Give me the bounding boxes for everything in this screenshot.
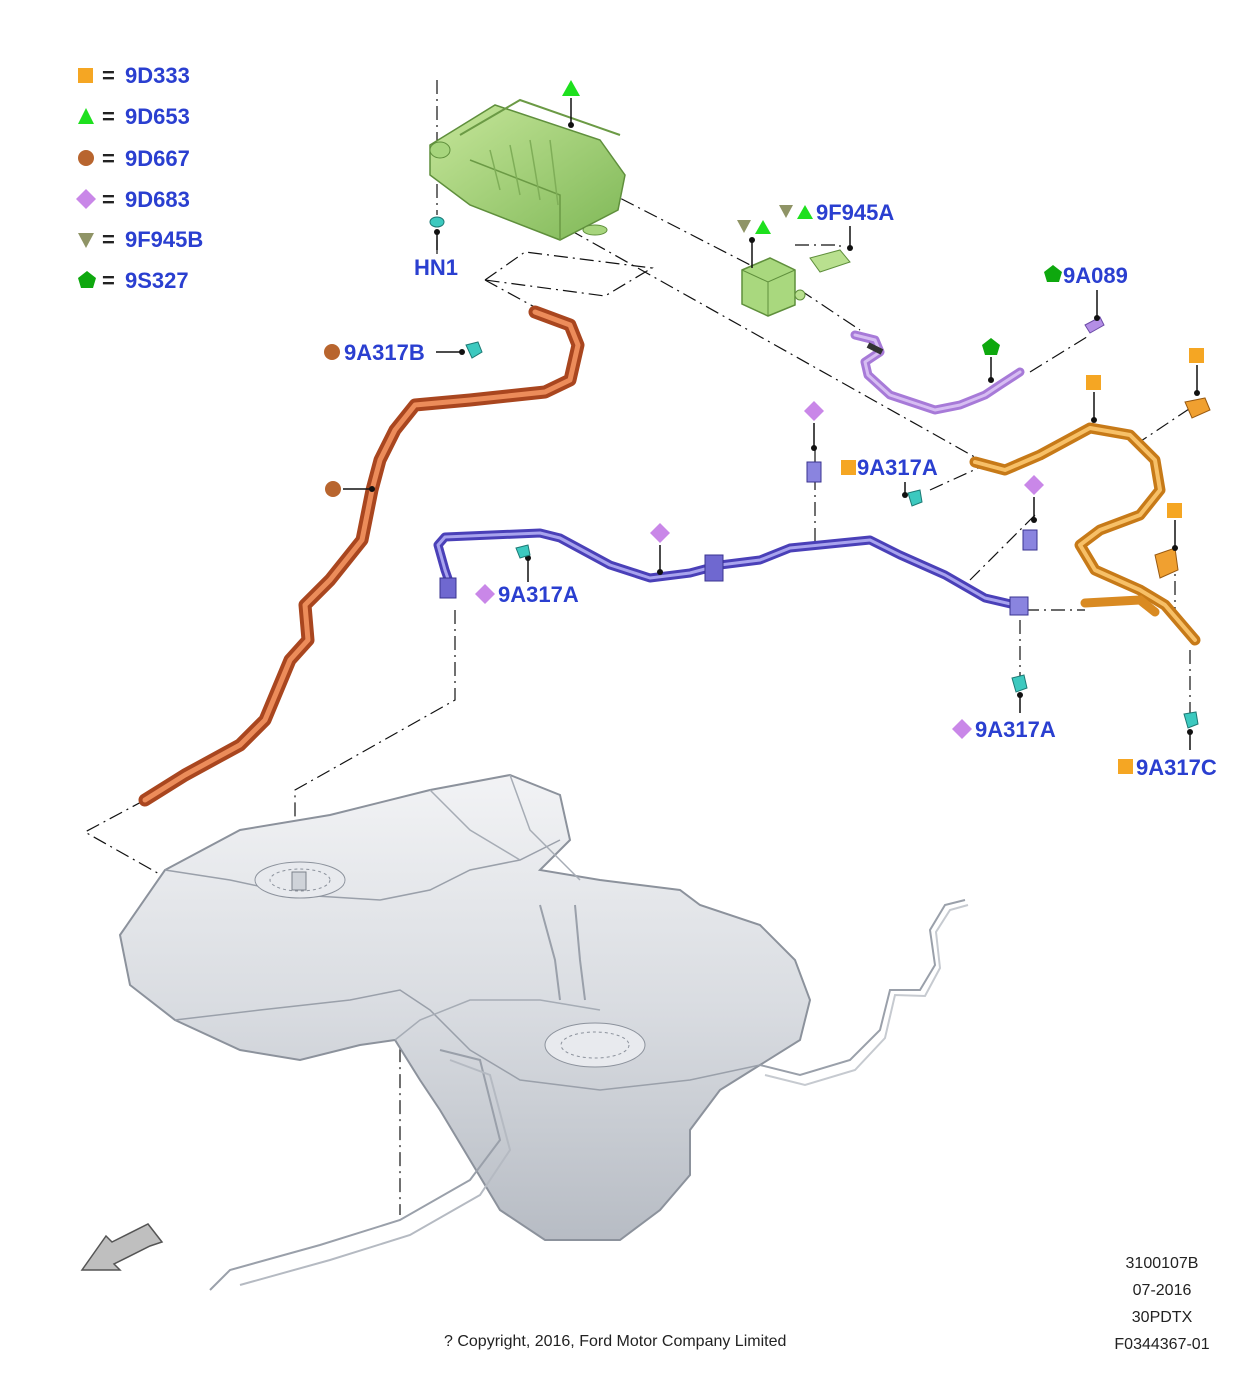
legend-label: 9D333 (125, 63, 190, 88)
callout-9a317a-right: 9A317A (975, 717, 1056, 742)
orange-square-icon (1189, 348, 1204, 363)
legend-item-9d667: = 9D667 (78, 146, 190, 171)
olive-triangle-down-icon (78, 233, 94, 248)
drawing-code: 3100107B (1125, 1255, 1199, 1272)
legend-label: 9S327 (125, 268, 189, 293)
orange-square-icon (1086, 375, 1101, 390)
clip-icon (1183, 711, 1199, 729)
orange-square-icon (1167, 503, 1182, 518)
violet-diamond-icon (76, 189, 96, 209)
legend-label: 9D667 (125, 146, 190, 171)
callout-9a317b: 9A317B (344, 340, 425, 365)
green-pentagon-icon (982, 338, 1000, 355)
legend-label: 9D683 (125, 187, 190, 212)
orange-square-icon (78, 68, 93, 83)
callout-9a317a-orange: 9A317A (857, 455, 938, 480)
legend-equals: = (102, 146, 115, 171)
orange-square-icon (841, 460, 856, 475)
legend-label: 9F945B (125, 227, 203, 252)
drawing-date: 07-2016 (1132, 1282, 1192, 1299)
legend-item-9d333: = 9D333 (78, 63, 190, 88)
charcoal-canister (429, 98, 626, 241)
hn1-clip (429, 216, 445, 250)
brown-circle-icon (325, 481, 341, 497)
orange-square-icon (1118, 759, 1133, 774)
purge-valve (741, 249, 851, 317)
olive-triangle-down-icon (779, 205, 793, 218)
brown-circle-icon (324, 344, 340, 360)
direction-arrow-icon (80, 1223, 164, 1271)
callout-9a317c: 9A317C (1136, 755, 1217, 780)
violet-diamond-icon (650, 523, 670, 543)
green-triangle-icon (78, 108, 94, 124)
clip-icon (465, 341, 483, 359)
legend-equals: = (102, 227, 115, 252)
green-triangle-icon (562, 80, 580, 96)
brown-filler-pipe (138, 305, 585, 807)
legend-item-9d683: = 9D683 (76, 187, 190, 212)
violet-vapor-tube (850, 316, 1105, 415)
legend: = 9D333 = 9D653 = 9D667 = 9D683 = 9F945B… (76, 63, 203, 293)
drawing-meta: 3100107B 07-2016 30PDTX F0344367-01 (1102, 1250, 1222, 1358)
clip-icon (515, 544, 531, 559)
violet-diamond-icon (804, 401, 824, 421)
legend-equals: = (102, 187, 115, 212)
violet-diamond-icon (952, 719, 972, 739)
brown-circle-icon (78, 150, 94, 166)
legend-equals: = (102, 268, 115, 293)
orange-fuel-line (969, 397, 1211, 646)
violet-diamond-icon (1024, 475, 1044, 495)
drawing-model: 30PDTX (1131, 1309, 1193, 1326)
green-pentagon-icon (1044, 265, 1062, 282)
violet-diamond-icon (475, 584, 495, 604)
green-triangle-icon (797, 205, 813, 219)
legend-equals: = (102, 63, 115, 88)
drawing-ref: F0344367-01 (1114, 1336, 1210, 1353)
callout-9a089: 9A089 (1063, 263, 1128, 288)
callout-hn1: HN1 (414, 255, 458, 280)
callout-9f945a: 9F945A (816, 200, 894, 225)
clip-icon (907, 489, 923, 507)
callout-9a317a-left: 9A317A (498, 582, 579, 607)
fuel-tank (118, 773, 969, 1291)
legend-equals: = (102, 104, 115, 129)
clip-icon (1011, 674, 1028, 693)
green-triangle-icon (755, 220, 771, 234)
legend-label: 9D653 (125, 104, 190, 129)
green-pentagon-icon (78, 271, 96, 288)
legend-item-9d653: = 9D653 (78, 104, 190, 129)
legend-item-9f945b: = 9F945B (78, 227, 203, 252)
legend-item-9s327: = 9S327 (78, 268, 189, 293)
copyright-text: ? Copyright, 2016, Ford Motor Company Li… (444, 1333, 787, 1350)
purple-fuel-line (433, 461, 1038, 616)
olive-triangle-down-icon (737, 220, 751, 233)
